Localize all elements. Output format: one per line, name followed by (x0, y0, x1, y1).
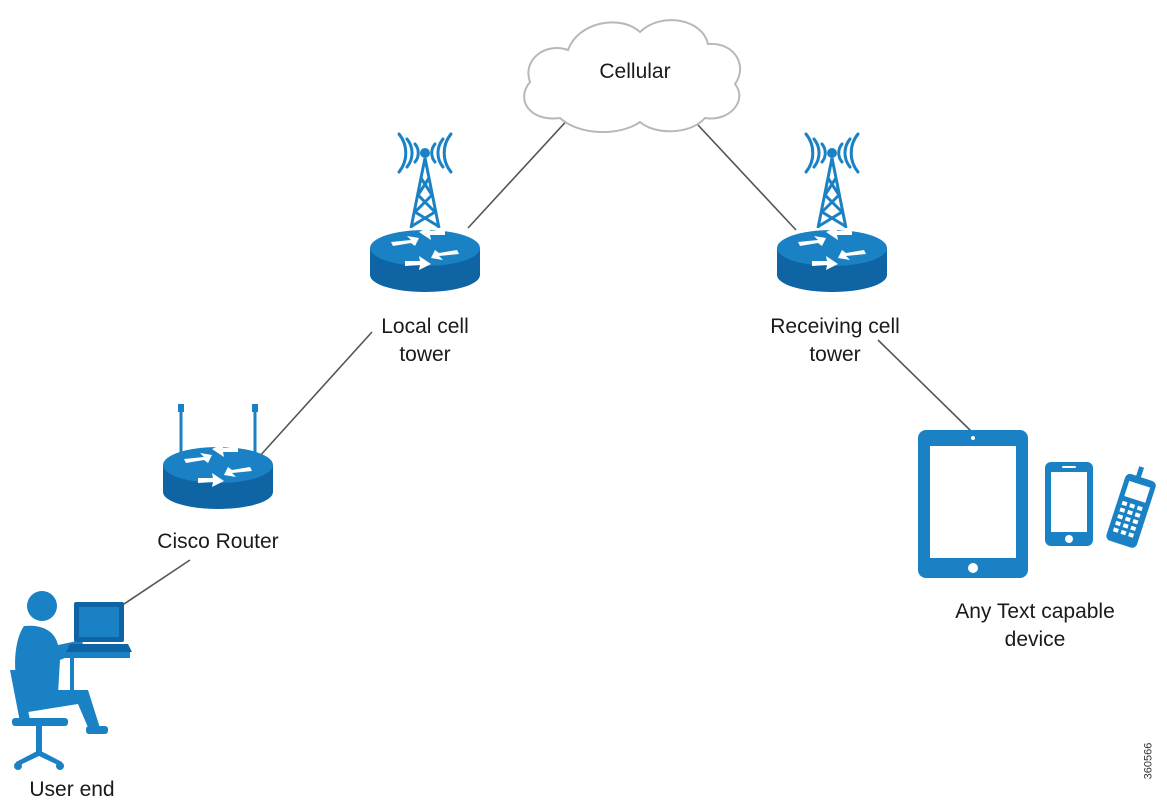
link-cloud-local-tower (467, 114, 573, 229)
link-local-tower-router (257, 331, 373, 459)
receiving-tower-label-line1: Receiving cell (770, 315, 900, 338)
local-tower-label: Local cell tower (345, 313, 505, 369)
connection-lines (111, 114, 973, 613)
figure-id: 360566 (1142, 742, 1155, 780)
cloud-label: Cellular (599, 60, 671, 83)
devices-label-line1: Any Text capable (955, 600, 1115, 623)
link-router-user (111, 559, 191, 613)
tablet-icon (918, 430, 1028, 578)
user-at-computer-icon (10, 591, 132, 770)
local-tower-icon (370, 132, 480, 292)
receiving-tower-label-line2: tower (809, 343, 861, 366)
router-label: Cisco Router (157, 530, 279, 553)
devices-label-line2: device (1004, 628, 1066, 651)
handset-icon (1106, 466, 1156, 548)
cloud-icon (523, 19, 741, 133)
router-icon (163, 404, 273, 509)
devices-label: Any Text capable device (935, 598, 1135, 654)
link-receiving-tower-devices (877, 339, 973, 433)
link-cloud-receiving-tower (697, 124, 797, 231)
receiving-tower-icon (777, 132, 887, 292)
local-tower-label-line2: tower (399, 343, 451, 366)
local-tower-label-line1: Local cell (381, 315, 469, 338)
receiving-tower-label: Receiving cell tower (745, 313, 925, 369)
smartphone-icon (1045, 462, 1093, 546)
user-label: User end (29, 778, 115, 801)
